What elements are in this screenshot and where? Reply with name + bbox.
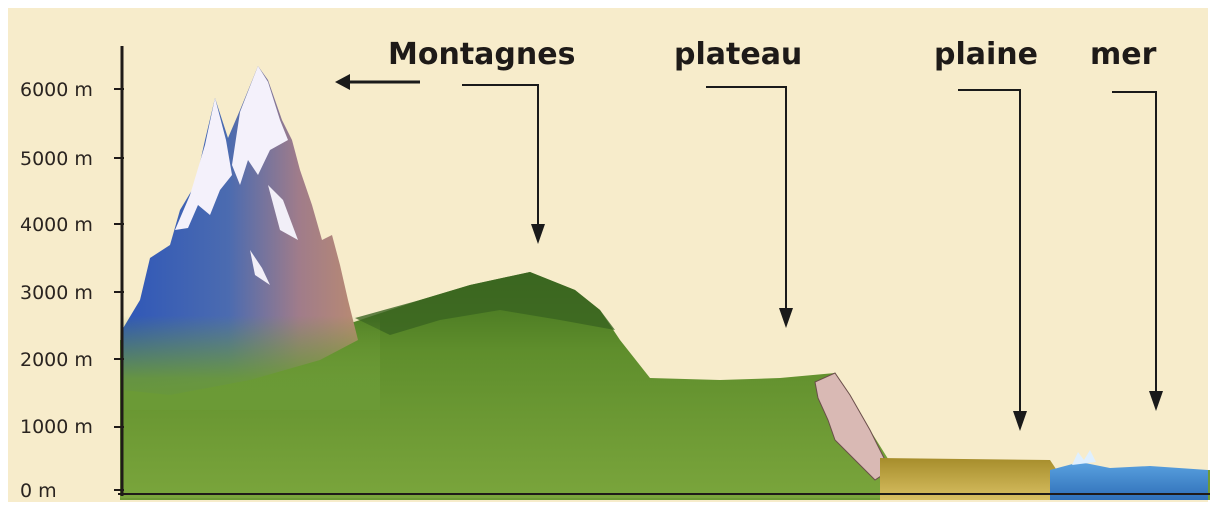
tick-label-4000: 4000 m: [20, 214, 93, 236]
tick-label-1000: 1000 m: [20, 416, 93, 438]
label-plaine: plaine: [934, 37, 1038, 72]
label-plateau: plateau: [674, 37, 802, 72]
tick-label-0: 0 m: [20, 480, 57, 502]
tick-label-5000: 5000 m: [20, 148, 93, 170]
label-montagnes: Montagnes: [388, 37, 575, 72]
label-mer: mer: [1090, 37, 1157, 72]
tick-label-3000: 3000 m: [20, 282, 93, 304]
tick-label-2000: 2000 m: [20, 349, 93, 371]
mountain-base-shade: [120, 200, 380, 410]
tick-label-6000: 6000 m: [20, 79, 93, 101]
